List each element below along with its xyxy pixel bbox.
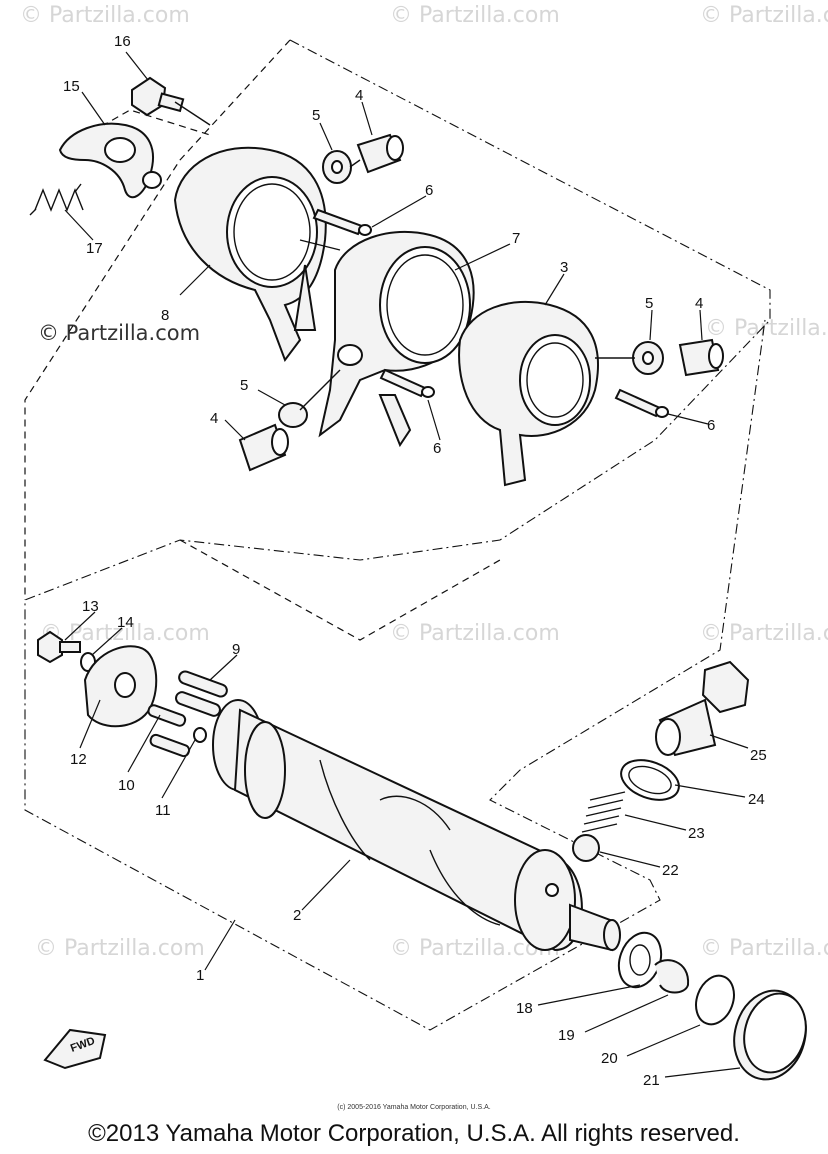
part-24-gasket (620, 759, 680, 801)
part-13-bolt (37, 630, 81, 664)
callout-4: 4 (695, 295, 703, 312)
watermark: © Partzilla.com (700, 621, 828, 646)
part-6-pin (614, 388, 669, 418)
watermark: © Partzilla.com (700, 936, 828, 961)
part-19-clip (654, 959, 690, 994)
callout-11: 11 (155, 802, 171, 819)
upper-outline (179, 539, 501, 641)
callout-10: 10 (118, 777, 135, 794)
callout-5: 5 (645, 295, 653, 312)
part-17-spring (29, 183, 84, 216)
part-12-segment (83, 645, 158, 728)
watermark: © Partzilla.com (390, 3, 560, 28)
part-6-pin (379, 368, 435, 398)
callout-7: 7 (512, 230, 520, 247)
watermark-dark: © Partzilla.com (38, 321, 200, 345)
part-11-pin (149, 727, 207, 758)
callout-6: 6 (433, 440, 441, 457)
callout-24: 24 (748, 791, 765, 808)
callout-19: 19 (558, 1027, 575, 1044)
callout-15: 15 (63, 78, 80, 95)
part-15-lever (58, 122, 162, 199)
callout-3: 3 (560, 259, 568, 276)
callout-21: 21 (643, 1072, 660, 1089)
part-9-pin (175, 670, 228, 717)
part-5-roller (632, 341, 664, 375)
part-4-roller (356, 133, 404, 174)
watermark: © Partzilla.com (705, 316, 828, 341)
part-7-shift-fork (318, 230, 475, 448)
callout-13: 13 (82, 598, 99, 615)
diagram-copyright-note: (c) 2005-2016 Yamaha Motor Corporation, … (337, 1104, 491, 1111)
leader-lines (64, 51, 749, 1078)
callout-25: 25 (750, 747, 767, 764)
callouts: 1 2 3 4 4 4 5 5 5 6 6 6 7 8 9 10 11 12 1… (63, 33, 767, 1089)
copyright-footer: ©2013 Yamaha Motor Corporation, U.S.A. A… (88, 1120, 740, 1147)
callout-17: 17 (86, 240, 103, 257)
inner-outline (24, 39, 291, 600)
part-16-bolt (131, 76, 185, 117)
part-5-roller (278, 402, 308, 428)
part-2-shift-drum (212, 699, 621, 952)
callout-8: 8 (161, 307, 169, 324)
part-5-roller (322, 150, 352, 184)
part-3-shift-fork (458, 300, 599, 487)
fwd-arrow-icon: FWD (43, 1028, 107, 1070)
callout-16: 16 (114, 33, 131, 50)
callout-4: 4 (210, 410, 218, 427)
callout-14: 14 (117, 614, 134, 631)
part-22-ball (572, 834, 600, 862)
part-8-shift-fork (173, 146, 327, 363)
watermarks: © Partzilla.com © Partzilla.com © Partzi… (20, 3, 828, 961)
part-4-roller (678, 338, 724, 377)
callout-2: 2 (293, 907, 301, 924)
part-6-pin (312, 208, 372, 236)
callout-5: 5 (240, 377, 248, 394)
watermark: © Partzilla.com (390, 621, 560, 646)
callout-12: 12 (70, 751, 87, 768)
watermark: © Partzilla.com (700, 3, 828, 28)
callout-4: 4 (355, 87, 363, 104)
part-10-pin (147, 704, 187, 727)
callout-22: 22 (662, 862, 679, 879)
callout-20: 20 (601, 1050, 618, 1067)
watermark: © Partzilla.com (35, 936, 205, 961)
callout-9: 9 (232, 641, 240, 658)
assembly-outline (24, 39, 771, 1031)
part-4-roller (238, 423, 289, 472)
part-23-spring (581, 791, 626, 833)
callout-6: 6 (707, 417, 715, 434)
part-25-plug-bolt (655, 660, 750, 757)
watermark: © Partzilla.com (20, 3, 190, 28)
callout-6: 6 (425, 182, 433, 199)
callout-5: 5 (312, 107, 320, 124)
part-20-circlip (695, 974, 735, 1026)
callout-23: 23 (688, 825, 705, 842)
callout-1: 1 (196, 967, 204, 984)
part-21-cover (733, 989, 807, 1081)
callout-18: 18 (516, 1000, 533, 1017)
